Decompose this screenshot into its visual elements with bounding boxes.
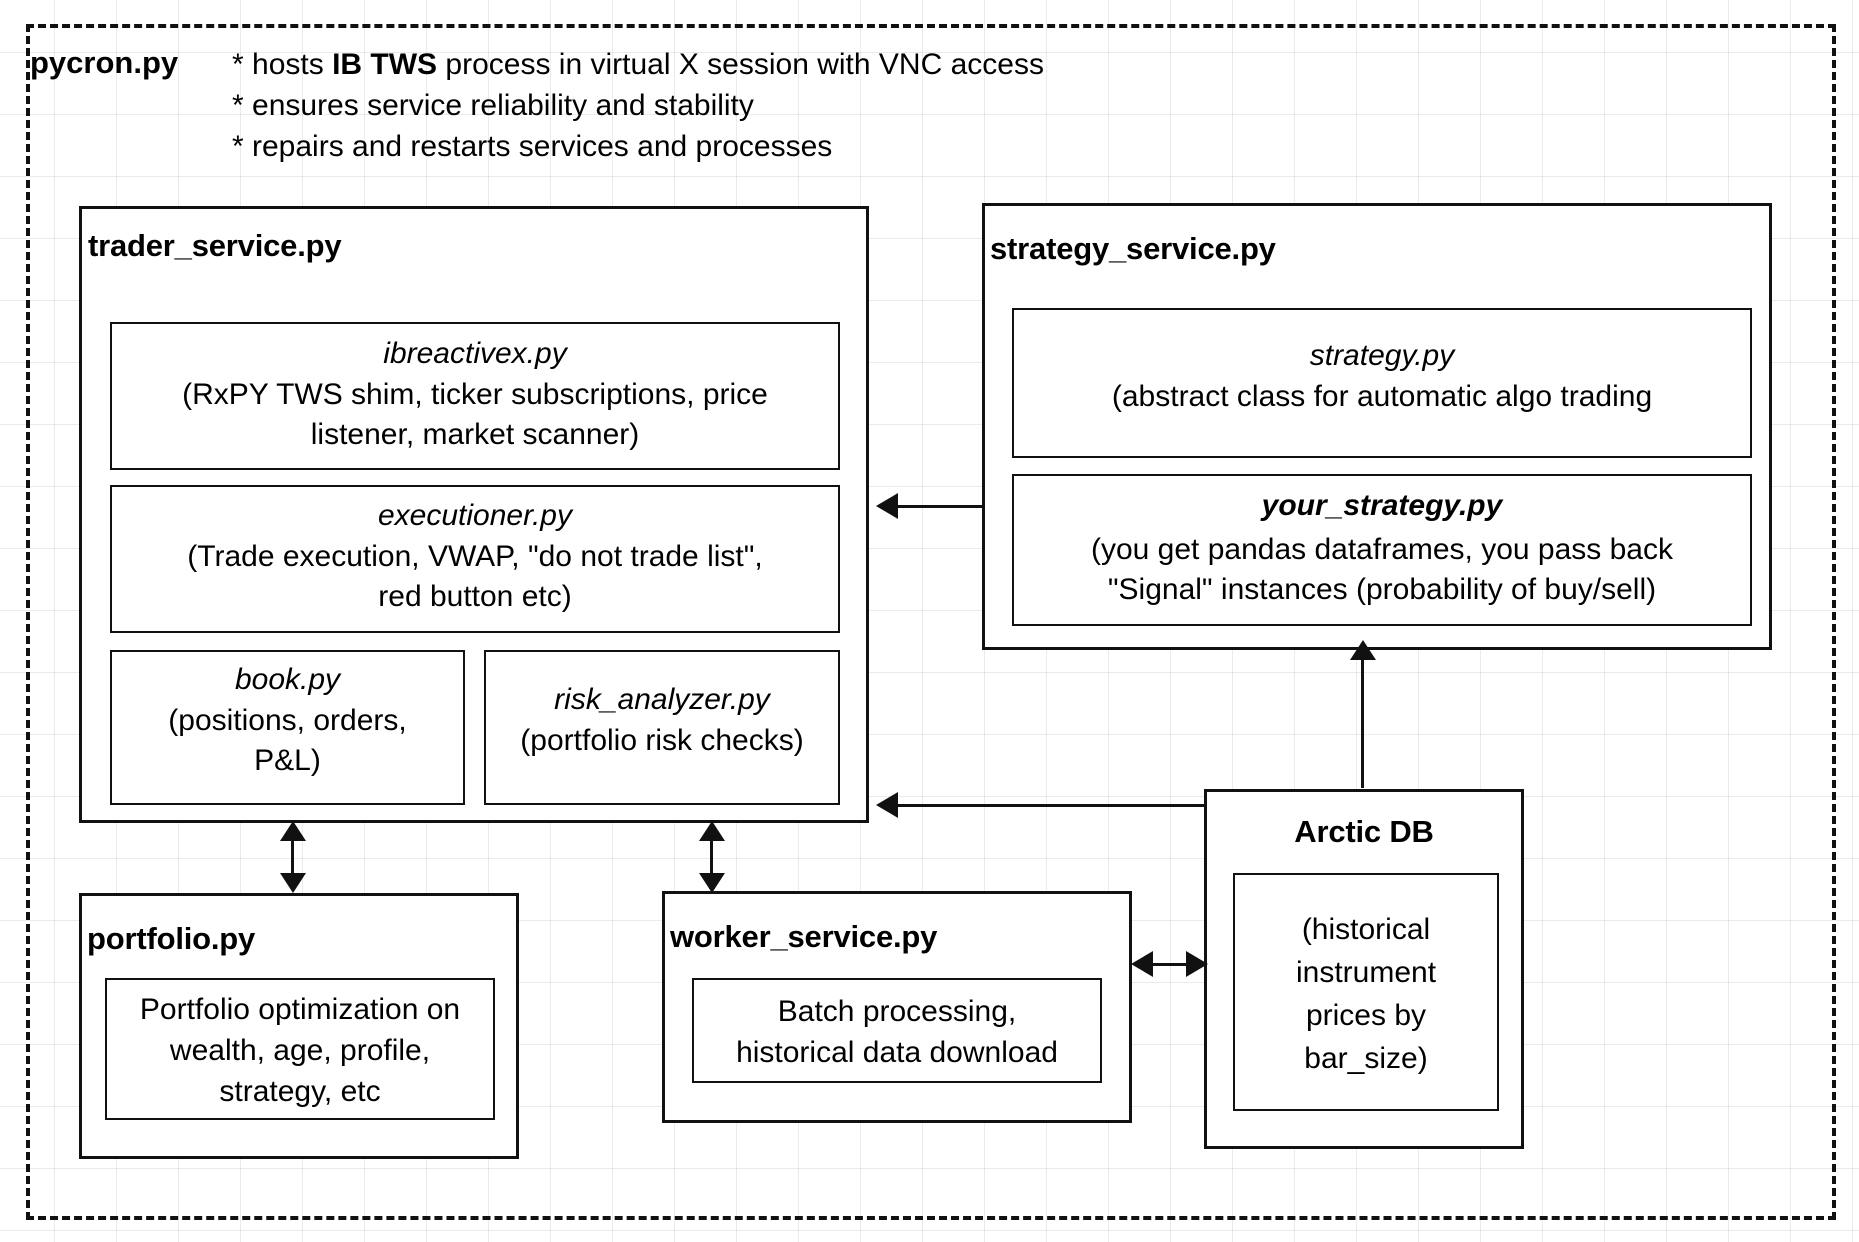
connector-strategy-to-trader-line [898,505,984,508]
pycron-bullet-1: * hosts IB TWS process in virtual X sess… [232,44,1044,85]
connector-trader-portfolio-line [291,836,294,884]
strategy-module-desc-line1: (abstract class for automatic algo tradi… [1111,380,1653,413]
connector-trader-portfolio-arrowhead-up [280,821,306,841]
book-box[interactable] [110,650,465,805]
connector-arctic-to-your-strategy-arrowhead [1350,640,1376,660]
connector-trader-portfolio-arrowhead-down [280,873,306,893]
arctic-db-body-line3: prices by [1305,999,1427,1032]
executioner-box[interactable] [110,485,840,633]
executioner-desc-line2: red button etc) [378,580,572,613]
executioner-desc-line1: (Trade execution, VWAP, "do not trade li… [187,540,763,573]
connector-worker-arctic-line [1150,963,1188,966]
connector-trader-worker-arrowhead-down [699,873,725,893]
portfolio-detail-box[interactable] [105,978,495,1120]
your-strategy-desc-line2: "Signal" instances (probability of buy/s… [1107,573,1657,606]
arctic-db-body-line1: (historical [1301,913,1431,946]
your-strategy-name: your_strategy.py [1261,489,1503,522]
pycron-bullet-1-prefix: * hosts [232,48,333,81]
worker-service-title: worker_service.py [670,919,938,954]
book-desc-line1: (positions, orders, [168,704,407,737]
arctic-db-title: Arctic DB [1294,814,1434,849]
executioner-name: executioner.py [377,499,572,532]
your-strategy-box[interactable] [1012,474,1752,626]
pycron-bullet-3: * repairs and restarts services and proc… [232,130,833,163]
pycron-bullet-2: * ensures service reliability and stabil… [232,89,754,122]
connector-arctic-to-your-strategy-line [1361,660,1364,788]
connector-worker-arctic-arrowhead-left [1131,951,1153,977]
connector-arctic-to-trader-arrowhead [876,792,898,818]
worker-body-line2: historical data download [736,1036,1058,1069]
pycron-bullet-1-suffix: process in virtual X session with VNC ac… [437,48,1044,81]
ibreactivex-name: ibreactivex.py [383,337,567,370]
strategy-module-box[interactable] [1012,308,1752,458]
connector-arctic-to-trader-line [898,804,1206,807]
connector-strategy-to-trader-arrowhead [876,493,898,519]
worker-body-line1: Batch processing, [777,995,1017,1028]
ibreactivex-desc-line2: listener, market scanner) [310,418,640,451]
portfolio-body-line3: strategy, etc [219,1075,381,1108]
pycron-title: pycron.py [30,45,179,80]
risk-analyzer-name: risk_analyzer.py [554,683,770,716]
connector-trader-worker-line [710,836,713,884]
portfolio-body-line2: wealth, age, profile, [169,1034,431,1067]
your-strategy-desc-line1: (you get pandas dataframes, you pass bac… [1090,533,1673,566]
worker-service-detail-box[interactable] [692,978,1102,1083]
portfolio-title: portfolio.py [87,921,256,956]
trader-service-title: trader_service.py [88,228,342,263]
strategy-module-name: strategy.py [1309,339,1455,372]
risk-analyzer-desc-line1: (portfolio risk checks) [520,724,804,757]
risk-analyzer-box[interactable] [484,650,840,805]
arctic-db-body-line4: bar_size) [1304,1042,1428,1075]
pycron-container [26,24,1836,1220]
pycron-bullet-1-strong: IB TWS [332,48,438,81]
book-name: book.py [234,663,341,696]
portfolio-body-line1: Portfolio optimization on [139,993,461,1026]
ibreactivex-box[interactable] [110,322,840,470]
arctic-db-body-line2: instrument [1295,956,1437,989]
strategy-service-title: strategy_service.py [990,231,1276,266]
connector-trader-worker-arrowhead-up [699,821,725,841]
book-desc-line2: P&L) [254,744,321,777]
ibreactivex-desc-line1: (RxPY TWS shim, ticker subscriptions, pr… [182,378,768,411]
arctic-db-detail-box[interactable] [1233,873,1499,1111]
connector-worker-arctic-arrowhead-right [1186,951,1208,977]
